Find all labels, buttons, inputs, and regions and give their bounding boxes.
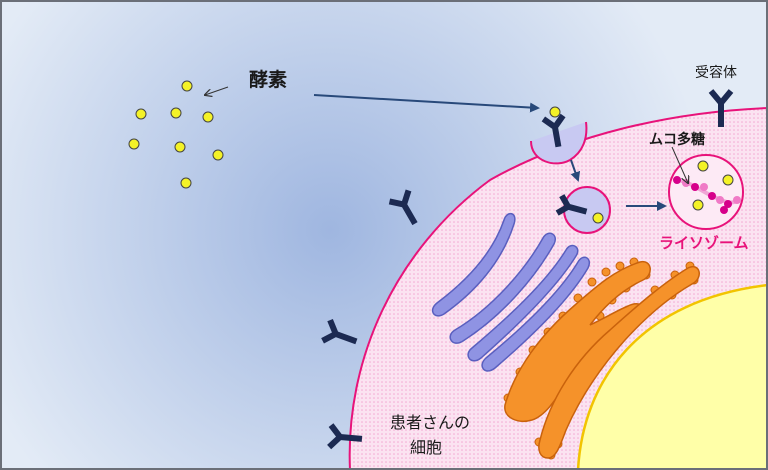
receptor-4: [708, 89, 734, 127]
mucopolysaccharide-leader-arrow: [671, 146, 688, 183]
endocytic-pit: [530, 106, 588, 165]
mucopolysaccharide-beads: [673, 176, 741, 214]
enzyme-leader-arrow: [205, 86, 229, 95]
enzyme-label: 酵素: [249, 68, 287, 91]
bound-enzyme: [549, 106, 561, 118]
patient-cell-label-line1: 患者さんの: [390, 413, 470, 432]
membrane-receptors: [321, 89, 734, 450]
lysosome-label: ライソゾーム: [659, 234, 749, 252]
arrow-pit-to-endosome: [570, 159, 581, 182]
mucopolysaccharide-label: ムコ多糖: [649, 131, 705, 148]
flow-arrows: [313, 94, 667, 211]
endosome: [555, 186, 611, 234]
nucleus: [576, 283, 768, 470]
receptor-label: 受容体: [695, 64, 737, 81]
patient-cell-label-line2: 細胞: [410, 438, 442, 457]
free-enzymes: [128, 80, 224, 189]
lysosome: [668, 154, 744, 230]
receptor-1: [388, 189, 418, 226]
endoplasmic-reticulum: [503, 257, 700, 460]
receptor-2: [321, 319, 358, 345]
arrow-enzyme-to-receptor: [313, 94, 540, 113]
endosome-enzyme: [592, 212, 604, 224]
receptor-3: [327, 423, 363, 450]
golgi-apparatus: [431, 212, 590, 372]
lysosome-enzymes: [692, 160, 734, 211]
